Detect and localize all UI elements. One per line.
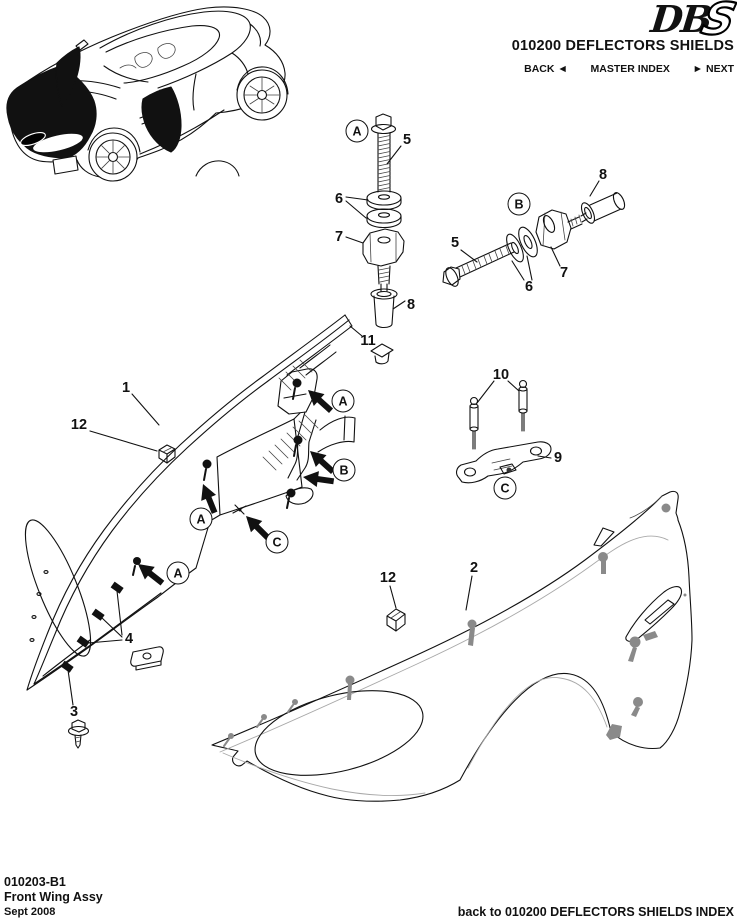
clip-12-right bbox=[386, 608, 406, 632]
headlamp bbox=[32, 132, 84, 154]
fixing-points bbox=[132, 378, 303, 576]
master-index-link[interactable]: MASTER INDEX bbox=[590, 63, 670, 75]
front-wheel bbox=[87, 127, 141, 182]
inner-wing-assembly bbox=[24, 314, 356, 691]
page-title: 010200 DEFLECTORS SHIELDS bbox=[511, 38, 734, 54]
nut bbox=[535, 209, 572, 250]
washer bbox=[506, 233, 524, 263]
expansion-anchor bbox=[370, 288, 398, 300]
fixing-kit-a bbox=[362, 113, 405, 329]
document-info: 010203-B1 Front Wing Assy Sept 2008 bbox=[4, 875, 103, 920]
small-parts bbox=[67, 343, 406, 749]
side-vent bbox=[625, 586, 683, 642]
far-wheel-hint bbox=[195, 160, 240, 177]
doc-date: Sept 2008 bbox=[4, 906, 56, 918]
back-to-index-link[interactable]: back to 010200 DEFLECTORS SHIELDS INDEX bbox=[457, 905, 734, 919]
rivet-pin bbox=[469, 396, 479, 450]
next-link[interactable]: NEXT bbox=[705, 63, 734, 75]
doc-title: Front Wing Assy bbox=[4, 890, 103, 904]
outer-wing-panel bbox=[211, 490, 693, 802]
doc-number: 010203-B1 bbox=[4, 875, 66, 889]
rivet-pin bbox=[518, 379, 528, 432]
screw-3 bbox=[67, 719, 90, 749]
leader-lines bbox=[67, 145, 600, 706]
rear-wheel bbox=[236, 66, 289, 121]
panel-fixing-pins bbox=[223, 503, 687, 747]
washer bbox=[518, 226, 538, 258]
clip-4 bbox=[130, 646, 164, 671]
highlight-front-wing-right bbox=[141, 86, 182, 153]
license-plate bbox=[52, 155, 79, 175]
washer bbox=[366, 208, 402, 224]
back-arrow-icon[interactable]: ◄ bbox=[557, 63, 568, 75]
nut bbox=[362, 228, 405, 267]
grommet-11 bbox=[370, 343, 394, 365]
bracket-9 bbox=[456, 441, 552, 484]
nav-bar: BACK ◄ MASTER INDEX ► NEXT bbox=[524, 63, 734, 75]
fixing-kit-b bbox=[442, 192, 626, 287]
highlight-apillar bbox=[55, 46, 81, 107]
panel-aperture bbox=[254, 690, 424, 776]
clip-12-left bbox=[158, 444, 176, 464]
deflector-bracket-kit bbox=[456, 379, 552, 484]
fitment-arrows bbox=[138, 390, 336, 586]
dbs-logo: DBS bbox=[649, 0, 737, 46]
panel-tab bbox=[593, 527, 615, 547]
mirror bbox=[75, 39, 89, 56]
washer bbox=[366, 190, 402, 206]
next-arrow-icon[interactable]: ► bbox=[692, 63, 704, 75]
car-overview-illustration bbox=[6, 6, 289, 182]
expansion-anchor bbox=[580, 202, 596, 224]
back-link[interactable]: BACK bbox=[524, 63, 555, 75]
grille bbox=[20, 131, 46, 147]
